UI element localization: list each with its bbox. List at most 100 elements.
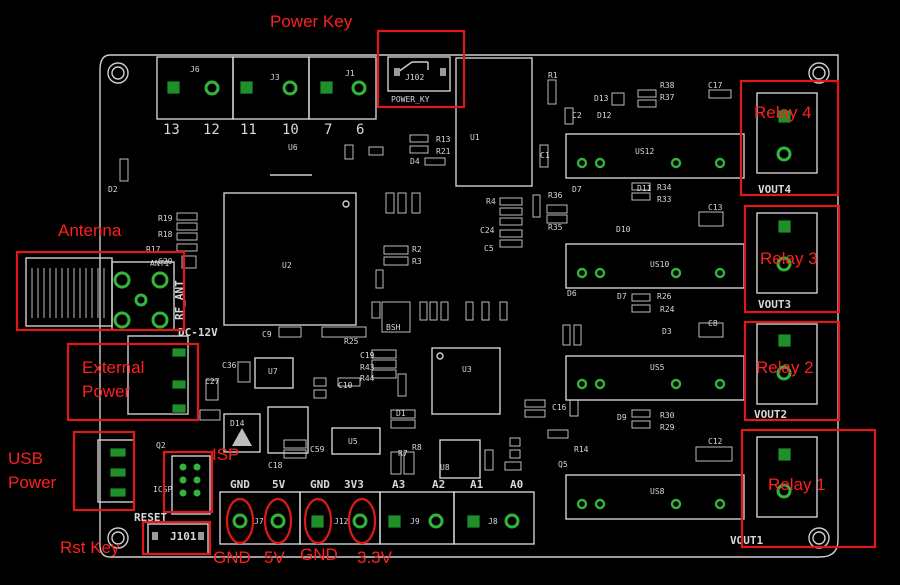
y2-chip [439, 439, 481, 479]
isp-annotation: ISP [212, 445, 239, 464]
d2-label: D2 [108, 185, 118, 194]
3v3-ellipse [347, 497, 377, 545]
u1-label: U1 [470, 133, 480, 142]
j7-label: J7 [254, 517, 264, 526]
r34-label: R34 [657, 183, 672, 192]
gnd-silk-label: GND [230, 478, 250, 491]
relays [565, 133, 745, 520]
pin-10-label: 10 [282, 122, 299, 138]
us10-label: US10 [650, 260, 669, 269]
relay-output-terminals [756, 92, 818, 518]
d13-label: D13 [594, 94, 609, 103]
antenna-box [15, 250, 186, 332]
j8-label: J8 [488, 517, 498, 526]
vout3-label: VOUT3 [758, 298, 791, 311]
r36-label: R36 [548, 191, 563, 200]
d1-label: D1 [396, 409, 406, 418]
c9-label: C9 [262, 330, 272, 339]
external-power-box [66, 342, 200, 422]
u5-label: U5 [348, 437, 358, 446]
us8-label: US8 [650, 487, 665, 496]
vout4-label: VOUT4 [758, 183, 791, 196]
relay3-annotation: Relay 3 [760, 249, 818, 268]
c20-label: C20 [158, 257, 173, 266]
smd-components [119, 79, 733, 475]
c59-label: C59 [310, 445, 325, 454]
u7-chip [254, 357, 294, 389]
r21-label: R21 [436, 147, 451, 156]
r30-label: R30 [660, 411, 675, 420]
a0-label: A0 [510, 478, 523, 491]
u5-chip [331, 427, 381, 455]
annotation-boxes [15, 29, 877, 556]
power-key-switch [387, 56, 451, 92]
u3-label: U3 [462, 365, 472, 374]
u1-outline [455, 57, 533, 187]
rst-key-box [141, 520, 212, 556]
gnd-a-ellipse [225, 497, 255, 545]
3v3-silk-label: 3V3 [344, 478, 364, 491]
relay3-box [743, 204, 841, 314]
pin-7-label: 7 [324, 122, 332, 138]
antenna-connector [25, 257, 175, 331]
j1-label: J1 [345, 69, 355, 78]
a3-label: A3 [392, 478, 405, 491]
d14-label: D14 [230, 419, 245, 428]
r1-label: R1 [548, 71, 558, 80]
r14-label: R14 [574, 445, 589, 454]
u2-label: U2 [282, 261, 292, 270]
pin-11-label: 11 [240, 122, 257, 138]
c17-label: C17 [708, 81, 723, 90]
d9-label: D9 [617, 413, 627, 422]
pin-13-label: 13 [163, 122, 180, 138]
u7-label: U7 [268, 367, 278, 376]
u6-label: U6 [288, 143, 298, 152]
r2-label: R2 [412, 245, 422, 254]
board-outline [99, 54, 839, 558]
c2-label: C2 [572, 111, 582, 120]
d10-label: D10 [616, 225, 631, 234]
u8-label: U8 [440, 463, 450, 472]
u3-chip [431, 347, 501, 415]
vout2-label: VOUT2 [754, 408, 787, 421]
gnd-a-annotation: GND [213, 548, 251, 567]
dc12v-label: DC-12V [178, 326, 218, 339]
r7-label: R7 [398, 449, 408, 458]
usb-power-annotation-line1: USB [8, 449, 43, 468]
r4-label: R4 [486, 197, 496, 206]
power-key-box [376, 29, 466, 109]
us12-label: US12 [635, 147, 654, 156]
rf-ant-label: RF_ANT [173, 280, 186, 320]
isp-box [162, 450, 214, 514]
q2-label: Q2 [156, 441, 166, 450]
j12-label: J12 [334, 517, 349, 526]
j6-label: J6 [190, 65, 200, 74]
r8-label: R8 [412, 443, 422, 452]
d7b-label: D7 [617, 292, 627, 301]
relay2-box [743, 320, 841, 422]
u2-mcu [223, 192, 357, 326]
j101-label: J101 [170, 530, 197, 543]
c27-label: C27 [205, 377, 220, 386]
r44-label: R44 [360, 374, 375, 383]
5v-silk-label: 5V [272, 478, 286, 491]
vout1-label: VOUT1 [730, 534, 763, 547]
j102-label: J102 [405, 73, 424, 82]
relay4-annotation: Relay 4 [754, 103, 812, 122]
r35-label: R35 [548, 223, 563, 232]
gnd-silk-label-2: GND [310, 478, 330, 491]
d4-label: D4 [410, 157, 420, 166]
usb-power-annotation-line2: Power [8, 473, 57, 492]
5v-ellipse [263, 497, 293, 545]
ant1-label: ANT1 [150, 259, 169, 268]
r25-label: R25 [344, 337, 359, 346]
5v-annotation: 5V [264, 548, 285, 567]
r38-label: R38 [660, 81, 675, 90]
c10-label: C10 [338, 381, 353, 390]
d14 [223, 413, 261, 453]
c36-label: C36 [222, 361, 237, 370]
power-key-annotation: Power Key [270, 12, 353, 31]
r26-label: R26 [657, 292, 672, 301]
d7-label: D7 [572, 185, 582, 194]
